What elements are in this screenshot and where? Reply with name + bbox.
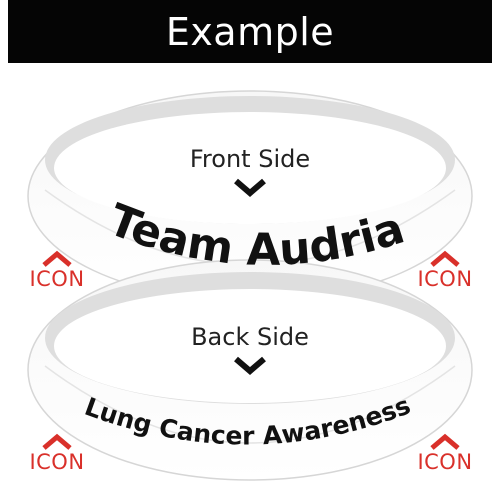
chevron-down-icon [234,356,266,375]
chevron-up-icon [430,433,460,450]
back-side-label: Back Side [191,323,309,351]
icon-label: ICON [417,450,473,474]
front-band-opening [54,112,446,224]
header-bar: Example [8,0,492,63]
icon-label: ICON [29,450,85,474]
back-band-opening [54,289,446,403]
icon-marker-back-left: ICON [22,433,92,473]
chevron-up-icon [430,250,460,267]
front-side-label: Front Side [189,145,311,173]
icon-marker-front-left: ICON [22,250,92,290]
chevron-down-icon [234,178,266,197]
icon-label: ICON [29,267,85,291]
icon-marker-front-right: ICON [410,250,480,290]
icon-label: ICON [417,267,473,291]
header-title: Example [165,9,335,54]
icon-marker-back-right: ICON [410,433,480,473]
chevron-up-icon [42,433,72,450]
back-band-edge [44,365,456,444]
chevron-up-icon [42,250,72,267]
